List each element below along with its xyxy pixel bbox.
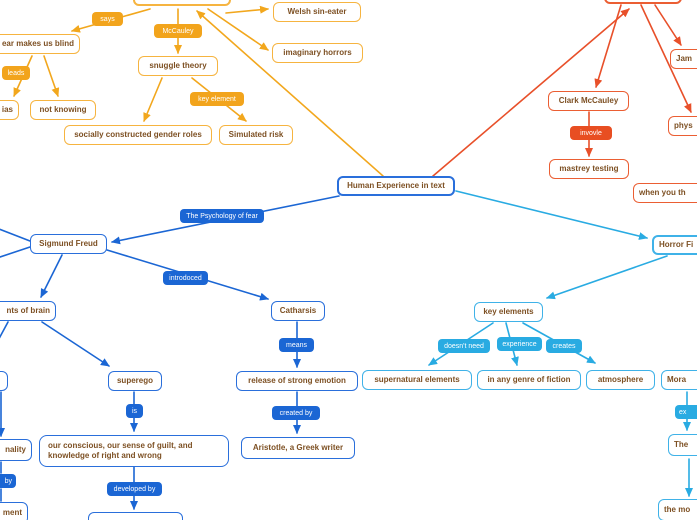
node-release-of-strong-emotion[interactable]: release of strong emotion [236,371,358,391]
node-snuggle-theory[interactable]: snuggle theory [138,56,218,76]
node-catharsis[interactable]: Catharsis [271,301,325,321]
edge-label-says[interactable]: says [92,12,123,26]
node-sigmund-freud[interactable]: Sigmund Freud [30,234,107,254]
node-development-partial[interactable]: ment [0,502,28,520]
node-clark-mccauley[interactable]: Clark McCauley [548,91,629,111]
node-imaginary-horrors[interactable]: imaginary horrors [272,43,363,63]
edge-label-creates[interactable]: creates [546,339,582,353]
node-fear-makes-us-blind[interactable]: ear makes us blind [0,34,80,54]
node-not-knowing[interactable]: not knowing [30,100,96,120]
node-socially-constructed-gender-roles[interactable]: socially constructed gender roles [64,125,212,145]
node-stephen-king-on-fear[interactable]: Stephen King on fear [133,0,231,6]
edge-label-introdoced[interactable]: introdoced [163,271,208,285]
node-human-experience-in-text[interactable]: Human Experience in text [337,176,455,196]
edge-label-created-by[interactable]: created by [272,406,320,420]
node-supernatural-elements[interactable]: supernatural elements [362,370,472,390]
node-the-mo-partial[interactable]: the mo [658,499,697,520]
node-in-any-genre-of-fiction[interactable]: in any genre of fiction [477,370,581,390]
node-moral-partial[interactable]: Mora [661,370,697,390]
edge-label-key-element[interactable]: key element [190,92,244,106]
node-bias[interactable]: ias [0,100,19,120]
node-bottom-partial[interactable] [88,512,183,520]
node-conscious-guilt[interactable]: our conscious, our sense of guilt, and k… [39,435,229,467]
node-simulated-risk[interactable]: Simulated risk [219,125,293,145]
node-parts-of-brain-partial[interactable]: nts of brain [0,301,56,321]
edge-label-means[interactable]: means [279,338,314,352]
node-atmosphere[interactable]: atmosphere [586,370,655,390]
edge-label-invovle[interactable]: invovle [570,126,612,140]
node-mastrey-testing[interactable]: mastrey testing [549,159,629,179]
node-personality-partial[interactable]: nality [0,439,32,461]
node-james-partial[interactable]: Jam [670,49,697,69]
edge-label-doesnt-need[interactable]: doesn't need [438,339,490,353]
node-welsh-sin-eater[interactable]: Welsh sin-eater [273,2,361,22]
node-aristotle-greek-writer[interactable]: Aristotle, a Greek writer [241,437,355,459]
node-the-partial[interactable]: The [668,434,697,456]
edge-label-by-partial[interactable]: by [0,474,16,488]
edge-label-ex-partial[interactable]: ex [675,405,697,419]
edge-label-mccauley[interactable]: McCauley [154,24,202,38]
edge-label-is[interactable]: is [126,404,143,418]
node-when-you-think-partial[interactable]: when you th [633,183,697,203]
node-superego[interactable]: superego [108,371,162,391]
node-horror-fiction-partial[interactable]: Horror Fi [652,235,697,255]
edge-label-psychology-of-fear[interactable]: The Psychology of fear [180,209,264,223]
edge-label-experience[interactable]: experience [497,337,542,351]
node-red-root-partial[interactable] [604,0,682,4]
node-physical-partial[interactable]: phys [668,116,697,136]
edge-label-leads[interactable]: leads [2,66,30,80]
node-key-elements[interactable]: key elements [474,302,543,322]
node-left-partial[interactable] [0,371,8,391]
edge-label-developed-by[interactable]: developed by [107,482,162,496]
